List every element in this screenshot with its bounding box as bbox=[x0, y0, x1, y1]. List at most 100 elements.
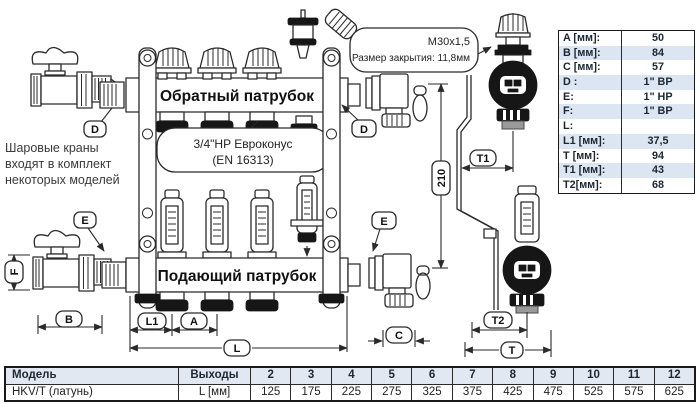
svg-text:A: A bbox=[190, 316, 198, 328]
dim-label-d-right: D bbox=[341, 104, 377, 138]
table-row: T2[мм]: 68 bbox=[559, 177, 694, 193]
table-row: A [мм]: 50 bbox=[559, 31, 694, 46]
side-view-bracket-profile bbox=[456, 75, 499, 310]
svg-text:210: 210 bbox=[436, 169, 448, 187]
svg-text:B: B bbox=[65, 314, 73, 326]
mounting-bracket-left bbox=[134, 47, 161, 309]
cell-length: 325 bbox=[411, 384, 451, 401]
supply-manifold: Подающий патрубок bbox=[101, 257, 361, 293]
cell-length: 175 bbox=[290, 384, 330, 401]
model-table: Модель Выходы 2 3 4 5 6 7 8 9 10 11 12 H… bbox=[4, 366, 696, 403]
spec-label: A [мм]: bbox=[563, 32, 601, 44]
svg-text:C: C bbox=[395, 330, 403, 342]
table-row: T [мм]: 94 bbox=[559, 148, 694, 164]
svg-text:T: T bbox=[509, 345, 516, 357]
spec-label: T [мм]: bbox=[563, 149, 600, 162]
spec-value: 1" BP bbox=[621, 104, 694, 120]
spec-value: 57 bbox=[621, 60, 694, 76]
header-col: 11 bbox=[613, 368, 653, 384]
table-row: E: 1" HP bbox=[559, 89, 694, 105]
diagram-canvas: Шаровые краны входят в комплект некоторы… bbox=[4, 8, 552, 359]
svg-text:D: D bbox=[360, 124, 368, 136]
spec-value: 84 bbox=[621, 45, 694, 61]
svg-text:Шаровые краны: Шаровые краны bbox=[5, 141, 99, 155]
flow-meter-1 bbox=[157, 189, 187, 259]
table-row: L1 [мм]: 37,5 bbox=[559, 133, 694, 149]
dim-t: T bbox=[464, 330, 552, 359]
supply-outlets bbox=[155, 291, 279, 312]
svg-text:Обратный патрубок: Обратный патрубок bbox=[160, 88, 314, 105]
spec-label: T2[мм]: bbox=[563, 178, 603, 191]
dim-l1-a-l: L1 A L bbox=[129, 296, 348, 357]
spec-value: 37,5 bbox=[621, 133, 694, 149]
svg-text:Размер закрытия: 11,8мм: Размер закрытия: 11,8мм bbox=[352, 53, 470, 64]
drain-valve-top bbox=[365, 73, 428, 128]
header-col: 5 bbox=[371, 368, 411, 384]
spec-value: 50 bbox=[621, 31, 694, 46]
header-col: 10 bbox=[572, 368, 613, 384]
return-manifold: Обратный патрубок bbox=[99, 77, 361, 113]
table-header-row: Модель Выходы 2 3 4 5 6 7 8 9 10 11 12 bbox=[6, 368, 694, 385]
cell-length: 225 bbox=[330, 384, 371, 401]
svg-text:T1: T1 bbox=[477, 153, 490, 165]
valve-knob-3 bbox=[242, 47, 282, 80]
dim-t2: T2 bbox=[471, 311, 528, 338]
table-row: B [мм]: 84 bbox=[559, 45, 694, 61]
dim-label-e-right: E bbox=[371, 211, 397, 252]
cell-length: 425 bbox=[492, 384, 532, 401]
header-col: 12 bbox=[653, 368, 694, 384]
header-col: 7 bbox=[451, 368, 492, 384]
svg-text:L: L bbox=[234, 343, 241, 355]
spec-value: 94 bbox=[621, 148, 694, 164]
svg-text:входят в комплект: входят в комплект bbox=[5, 157, 112, 171]
table-row: HKV/T (латунь) L [мм] 125 175 225 275 32… bbox=[6, 384, 694, 401]
cell-length: 625 bbox=[653, 384, 694, 401]
mounting-bracket-right bbox=[318, 47, 345, 309]
header-outlets: Выходы bbox=[178, 368, 250, 384]
cell-length-label: L [мм] bbox=[178, 384, 250, 401]
spec-value bbox=[621, 119, 694, 134]
cell-length: 125 bbox=[250, 384, 290, 401]
spec-label: C [мм]: bbox=[563, 61, 601, 74]
svg-text:Подающий патрубок: Подающий патрубок bbox=[158, 268, 317, 285]
spec-table: A [мм]: 50 B [мм]: 84 C [мм]: 57 D : 1" … bbox=[558, 30, 695, 194]
cell-length: 275 bbox=[371, 384, 411, 401]
spec-value: 1" BP bbox=[621, 75, 694, 90]
dim-f: F bbox=[4, 254, 30, 291]
svg-text:D: D bbox=[91, 124, 99, 136]
cell-length: 575 bbox=[613, 384, 653, 401]
table-row: F: 1" BP bbox=[559, 104, 694, 120]
svg-text:L1: L1 bbox=[146, 316, 159, 328]
spec-label: L1 [мм]: bbox=[563, 134, 606, 147]
spec-value: 1" HP bbox=[621, 89, 694, 105]
dim-210: 210 bbox=[428, 83, 451, 269]
air-vent-valve bbox=[287, 9, 319, 59]
header-col: 4 bbox=[330, 368, 371, 384]
cell-model: HKV/T (латунь) bbox=[12, 385, 93, 398]
table-row: L: bbox=[559, 119, 694, 134]
cell-length: 375 bbox=[451, 384, 492, 401]
header-col: 8 bbox=[492, 368, 532, 384]
dim-c: C bbox=[368, 326, 430, 347]
cell-length: 475 bbox=[532, 384, 573, 401]
dim-label-e-left: E bbox=[73, 211, 105, 252]
side-view-valve-top bbox=[488, 13, 538, 130]
svg-text:E: E bbox=[81, 215, 88, 227]
svg-text:F: F bbox=[9, 268, 21, 275]
flow-meter-3 bbox=[247, 189, 277, 259]
header-model: Модель bbox=[12, 369, 57, 381]
spec-label: T1 [мм]: bbox=[563, 164, 606, 177]
flow-meter-2 bbox=[202, 189, 232, 259]
spec-value: 43 bbox=[621, 163, 694, 178]
callout-euroconus: 3/4"HP Евроконус (EN 16313) bbox=[156, 120, 331, 173]
cell-length: 525 bbox=[572, 384, 613, 401]
svg-text:T2: T2 bbox=[492, 315, 505, 327]
header-col: 2 bbox=[250, 368, 290, 384]
svg-text:3/4"HP Евроконус: 3/4"HP Евроконус bbox=[193, 137, 292, 151]
svg-text:некоторых моделей: некоторых моделей bbox=[5, 173, 120, 187]
valve-knob-1 bbox=[152, 47, 192, 80]
svg-text:E: E bbox=[380, 216, 387, 228]
thermostatic-adapter-knob bbox=[324, 8, 358, 40]
drain-valve-bottom bbox=[368, 253, 431, 308]
